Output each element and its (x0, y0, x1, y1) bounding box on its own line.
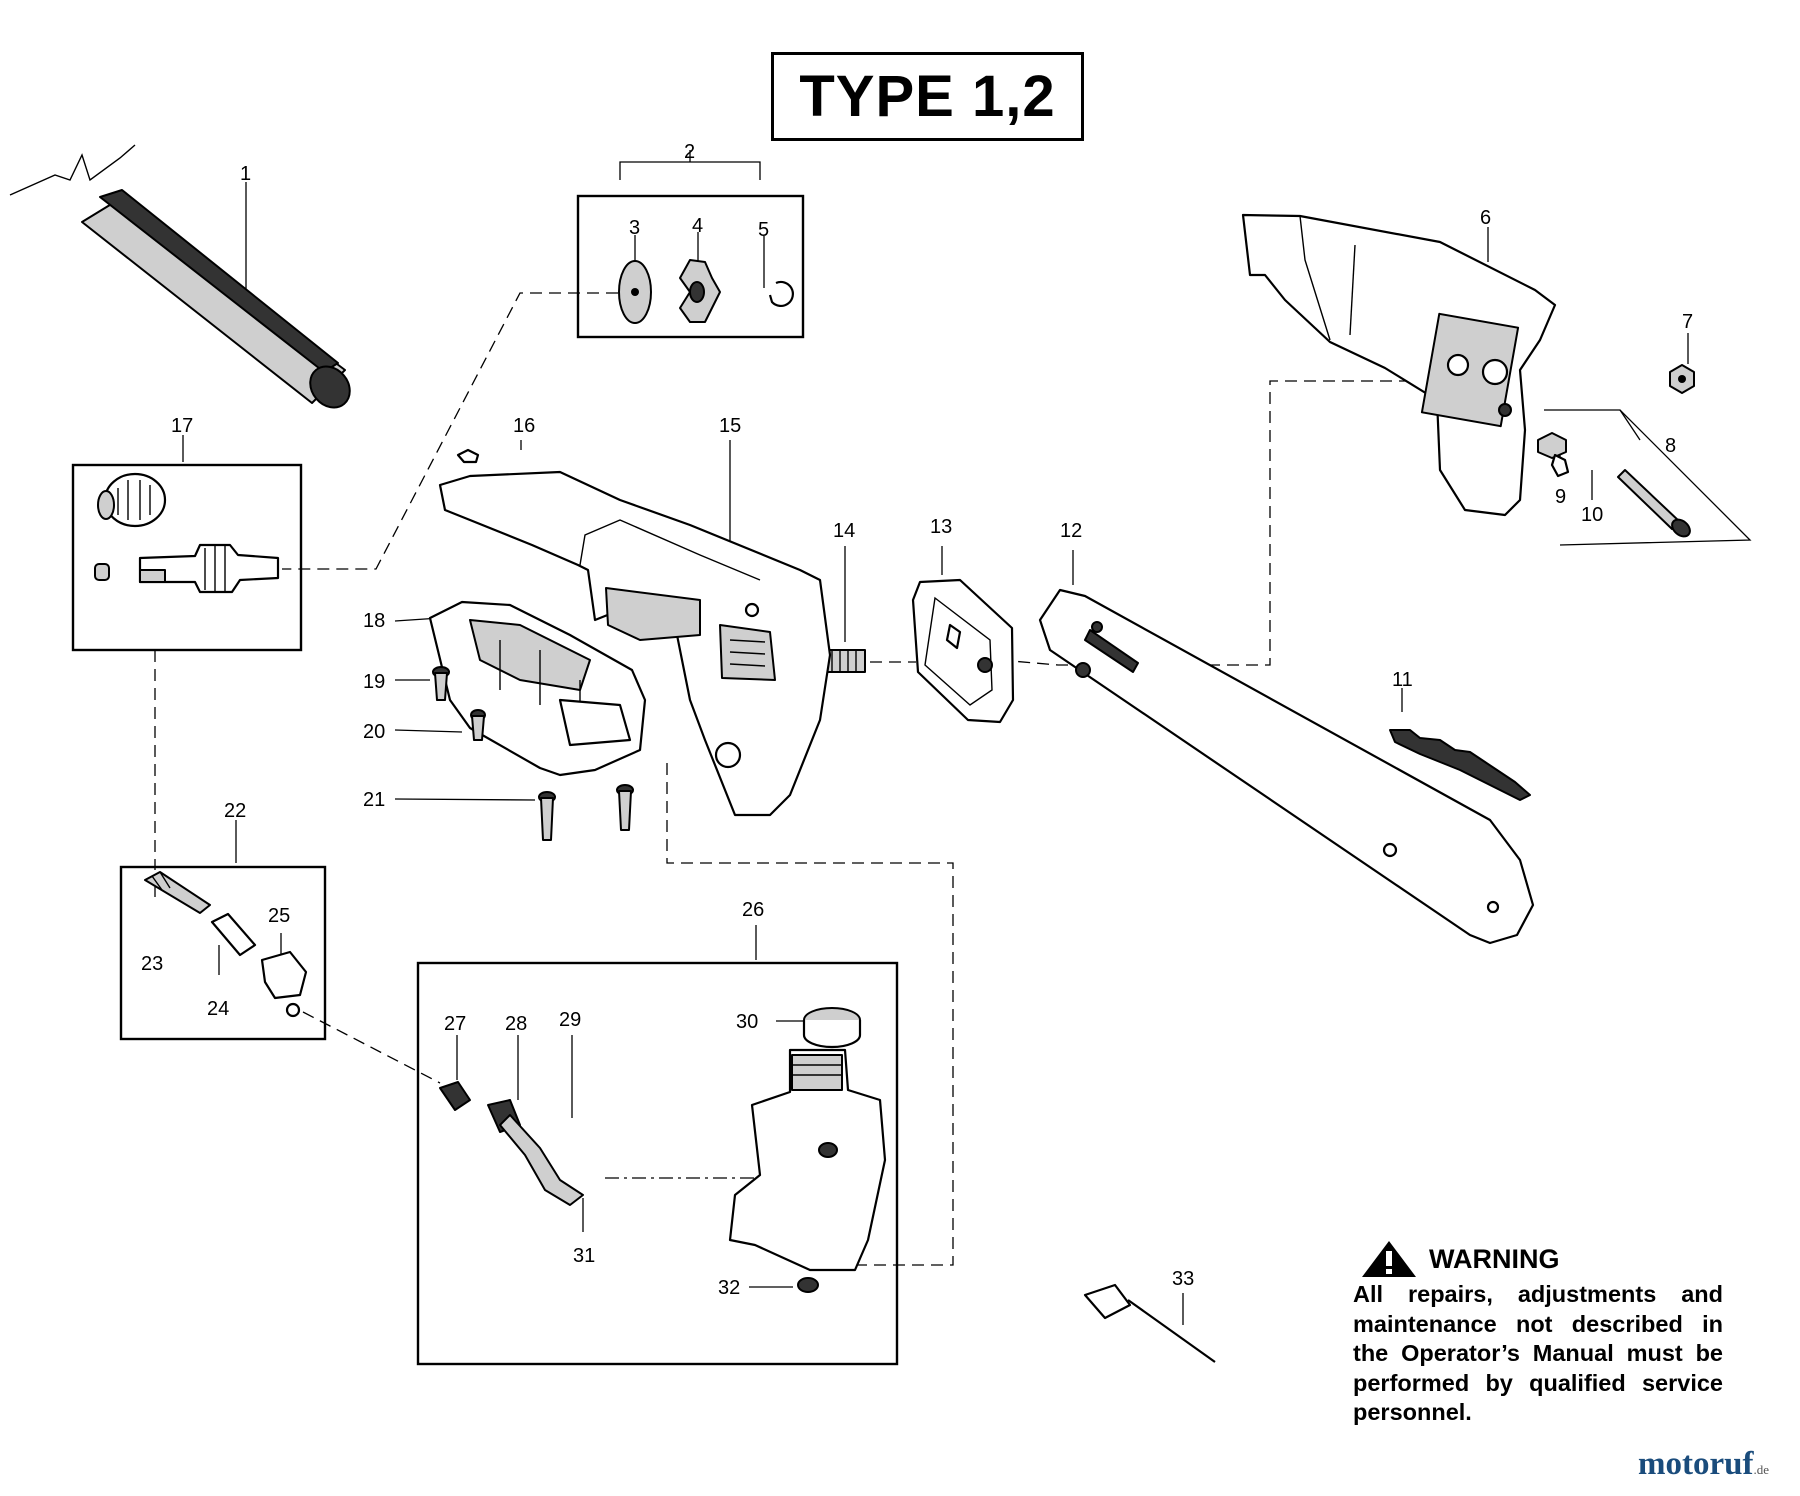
callout-24: 24 (207, 998, 229, 1020)
callout-30: 30 (736, 1011, 758, 1033)
screw-part-8 (1617, 469, 1691, 538)
screw-part-20 (470, 709, 486, 741)
group-box-22 (119, 865, 327, 1041)
group-box-2 (576, 194, 805, 339)
pump-sleeve-part-24 (210, 912, 257, 957)
group-box-26 (416, 961, 899, 1366)
chain-cover-part-6 (1241, 213, 1557, 517)
callout-17: 17 (171, 415, 193, 437)
callout-23: 23 (141, 953, 163, 975)
leader-lines (154, 150, 1752, 1325)
callout-33: 33 (1172, 1268, 1194, 1290)
callout-13: 13 (930, 516, 952, 538)
clamp-housing-part-18 (428, 600, 647, 777)
oil-line-part-27 (439, 1081, 471, 1111)
callout-2: 2 (684, 141, 695, 163)
callout-19: 19 (363, 671, 385, 693)
callout-32: 32 (718, 1277, 740, 1299)
callout-10: 10 (1581, 504, 1603, 526)
callout-4: 4 (692, 215, 703, 237)
stud-part-14 (824, 649, 866, 673)
watermark-logo: motoruf.de (1638, 1446, 1769, 1483)
callout-numbers: 1 2 3 4 5 6 7 8 9 10 11 12 13 14 15 16 1… (141, 141, 1693, 1299)
oil-tank (728, 1048, 887, 1272)
wrench-part-33 (1083, 1283, 1216, 1363)
pump-shaft-part-23 (144, 871, 211, 914)
group-box-17 (71, 463, 303, 652)
tensioner-part-9 (1537, 432, 1567, 459)
diagram-type-label: TYPE 1,2 (771, 52, 1084, 141)
watermark-brand: motoruf (1638, 1446, 1754, 1482)
callout-25: 25 (268, 905, 290, 927)
callout-26: 26 (742, 899, 764, 921)
screw-part-21b (616, 784, 634, 831)
callout-18: 18 (363, 610, 385, 632)
callout-21: 21 (363, 789, 385, 811)
shaft-part-1 (9, 144, 351, 409)
oil-cap-part-30 (802, 1007, 862, 1049)
screw-part-32 (797, 1277, 819, 1293)
callout-9: 9 (1555, 486, 1566, 508)
warning-heading: WARNING (1353, 1240, 1723, 1278)
oil-hose-part-29 (499, 1114, 584, 1206)
callout-31: 31 (573, 1245, 595, 1267)
callout-1: 1 (240, 163, 251, 185)
bar-nut-part-7 (1669, 364, 1695, 394)
callout-6: 6 (1480, 207, 1491, 229)
washer-part-10 (1550, 453, 1570, 478)
callout-7: 7 (1682, 311, 1693, 333)
callout-5: 5 (758, 219, 769, 241)
screw-part-19 (432, 666, 450, 701)
warning-notice: WARNING All repairs, adjustments and mai… (1353, 1240, 1723, 1428)
drive-coupler-part-17 (94, 472, 280, 594)
pump-body-part-25 (260, 950, 308, 1018)
callout-11: 11 (1392, 669, 1413, 691)
callout-29: 29 (559, 1009, 581, 1031)
gear-housing-part-15 (438, 470, 832, 817)
saw-chain-part-11 (1084, 595, 1531, 821)
screw-tank-mount (818, 1142, 838, 1158)
callout-22: 22 (224, 800, 246, 822)
callout-3: 3 (629, 217, 640, 239)
warning-heading-text: WARNING (1429, 1243, 1560, 1274)
screw-part-16 (456, 448, 480, 464)
callout-8: 8 (1665, 435, 1676, 457)
callout-14: 14 (833, 520, 855, 542)
callout-20: 20 (363, 721, 385, 743)
callout-28: 28 (505, 1013, 527, 1035)
warning-body-text: All repairs, adjustments and maintenance… (1353, 1281, 1723, 1425)
callout-15: 15 (719, 415, 741, 437)
sprocket-assembly (618, 259, 794, 324)
callout-16: 16 (513, 415, 535, 437)
callout-12: 12 (1060, 520, 1082, 542)
callout-27: 27 (444, 1013, 466, 1035)
watermark-suffix: .de (1753, 1462, 1769, 1477)
warning-triangle-icon (1362, 1241, 1416, 1277)
screw-part-21a (538, 791, 556, 841)
bar-plate-part-13 (911, 578, 1015, 724)
